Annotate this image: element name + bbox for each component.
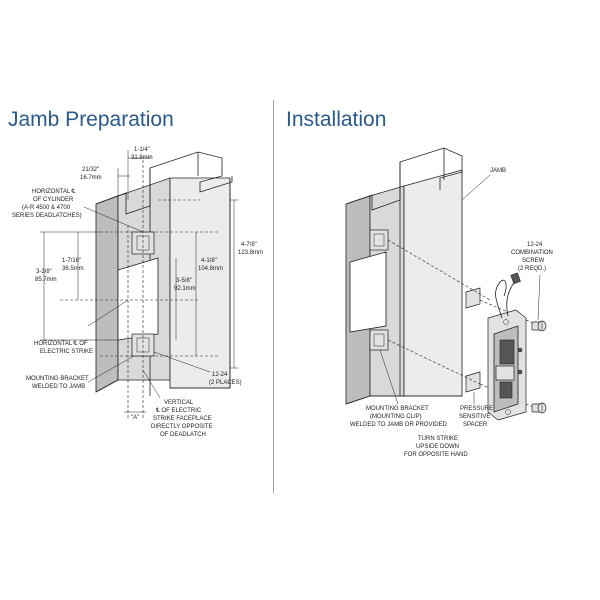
label-horizontal-cylinder-2: OF CYLINDER [33,197,74,203]
label-dim-36-5: 36.5mm [62,266,84,272]
label-vertical-4: DIRECTLY OPPOSITE [151,424,212,430]
label-mounting-bracket-2: WELDED TO JAMB [32,384,85,390]
jamb-preparation-labels: 1-1/4" 31.8mm 21/32" 16.7mm HORIZONTAL ℄… [12,147,263,438]
right-jamb-profile [345,147,463,211]
strike-wire-1 [495,279,507,319]
label-dim-21-32: 21/32" [82,167,99,173]
label-horizontal-cylinder-1: HORIZONTAL ℄ [32,189,76,195]
label-pressure-spacer-3: SPACER [463,422,488,428]
label-dim-3-5-8: 3-5/8" [176,278,192,284]
label-dim-16-7: 16.7mm [80,175,102,181]
label-dim-85-7: 85.7mm [35,277,57,283]
label-pressure-spacer-2: SENSITIVE [459,414,490,420]
label-dim-1-1-4: 1-1/4" [134,147,150,153]
label-mounting-bracket-1: MOUNTING BRACKET [26,376,89,382]
right-top-bracket [369,229,389,251]
left-strike-cutout [117,257,159,341]
label-dim-31-8: 31.8mm [131,155,153,161]
label-combination-screw-2: COMBINATION [511,250,553,256]
right-bottom-bracket [369,329,389,351]
panel-divider [273,100,274,493]
label-horizontal-cylinder-4: SERIES DEADLATCHES) [12,213,82,219]
label-dim-3-3-8: 3-3/8" [36,269,52,275]
label-dim-4-1-8: 4-1/8" [201,258,217,264]
installation-labels: JAMB 12-24 COMBINATION SCREW (2 REQD.) M… [350,168,553,458]
label-turn-strike-1: TURN STRIKE [418,436,458,442]
label-vertical-5: OF DEADLATCH [160,432,206,438]
label-dim-123-8: 123.8mm [238,250,263,256]
label-dim-104-8: 104.8mm [198,266,223,272]
left-jamb-side [95,195,119,393]
label-screw-1: 12-24 [212,372,228,378]
right-strike-cutout [349,251,387,333]
label-horizontal-cylinder-3: (A-R 4500 & 4700 [22,205,71,211]
bottom-mounting-clip [465,371,481,393]
label-mounting-clip-1: MOUNTING BRACKET [366,406,429,412]
label-vertical-3: STRIKE FACEPLACE [153,416,212,422]
label-dim-1-7-16: 1-7/16" [62,258,81,264]
strike-keeper [499,339,515,365]
installation-drawing [345,147,547,421]
jamb-preparation-drawing [40,150,238,420]
label-mounting-clip-2: (MOUNTING CLIP) [370,414,422,420]
label-dim-4-7-8: 4-7/8" [241,242,257,248]
combination-screw-bottom [531,402,547,414]
wire-connector [510,272,521,285]
electric-strike [487,272,527,421]
label-turn-strike-2: UPSIDE DOWN [416,444,459,450]
label-mounting-clip-3: WELDED TO JAMB OR PROVIDED [350,422,447,428]
left-jamb-profile [95,151,233,215]
top-mounting-clip [465,287,481,309]
label-combination-screw-3: SCREW [522,258,545,264]
label-pressure-spacer-1: PRESSURE [460,406,493,412]
right-jamb-return [403,169,463,397]
jamb-preparation-title: Jamb Preparation [8,108,174,131]
label-combination-screw-1: 12-24 [527,242,543,248]
label-screw-2: (2 PLACES) [209,380,242,386]
label-vertical-2: ℄ OF ELECTRIC [155,408,202,414]
label-combination-screw-4: (2 REQD.) [518,266,546,272]
label-dim-92-1: 92.1mm [174,286,196,292]
label-horizontal-strike-2: ELECTRIC STRIKE [40,349,93,355]
label-horizontal-strike-1: HORIZONTAL ℄ OF [34,341,88,347]
label-dim-a: "A" [131,415,139,421]
label-jamb: JAMB [490,168,506,174]
installation-title: Installation [286,108,387,131]
label-turn-strike-3: FOR OPPOSITE HAND [404,452,468,458]
combination-screw-top [531,320,547,332]
label-vertical-1: VERTICAL [164,400,194,406]
